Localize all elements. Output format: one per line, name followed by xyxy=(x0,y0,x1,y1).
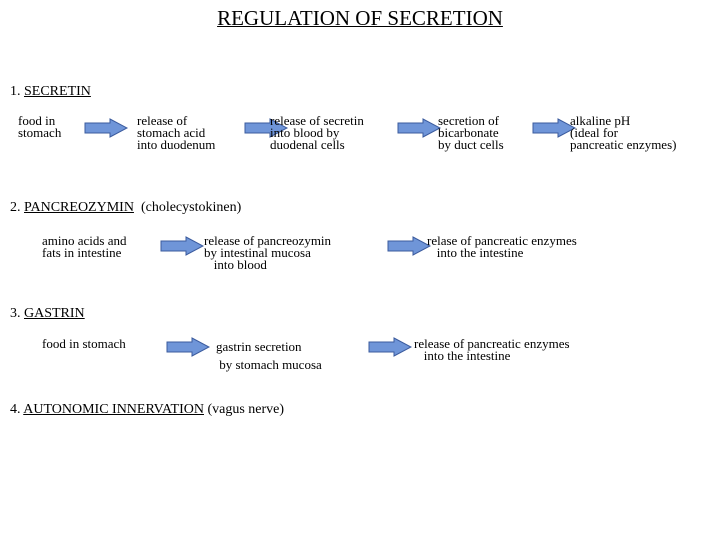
section-name: GASTRIN xyxy=(24,306,85,321)
section-note: (cholecystokinen) xyxy=(140,200,242,215)
section-heading-gastrin: 3. GASTRIN xyxy=(10,306,85,322)
flow-arrow-icon xyxy=(244,118,288,138)
secretin-step-stomach-acid: release of stomach acid into duodenum xyxy=(137,113,216,152)
section-number: 1. xyxy=(10,84,21,99)
gastrin-step-secretion: gastrin secretion by stomach mucosa xyxy=(216,339,322,372)
secretin-step-bicarbonate: secretion of bicarbonate by duct cells xyxy=(438,113,504,152)
gastrin-step-food-in-stomach: food in stomach xyxy=(42,336,126,351)
gastrin-step-enzymes: release of pancreatic enzymes into the i… xyxy=(414,336,570,363)
section-heading-autonomic-innervation: 4. AUTONOMIC INNERVATION (vagus nerve) xyxy=(10,402,284,418)
pancreozymin-step-amino-acids: amino acids and fats in intestine xyxy=(42,233,127,260)
flow-arrow-icon xyxy=(84,118,128,138)
pancreozymin-step-release: release of pancreozymin by intestinal mu… xyxy=(204,233,332,272)
section-heading-pancreozymin: 2. PANCREOZYMIN (cholecystokinen) xyxy=(10,200,241,216)
pancreozymin-step-enzymes: relase of pancreatic enzymes into the in… xyxy=(427,233,577,260)
section-name: PANCREOZYMIN xyxy=(24,200,134,215)
flow-arrow-icon xyxy=(532,118,576,138)
secretin-step-alkaline-ph: alkaline pH (ideal for pancreatic enzyme… xyxy=(570,113,677,152)
flow-arrow-icon xyxy=(160,236,204,256)
section-number: 3. xyxy=(10,306,21,321)
page-title: REGULATION OF SECRETION xyxy=(217,6,503,30)
flow-arrow-icon xyxy=(387,236,431,256)
section-number: 2. xyxy=(10,200,21,215)
section-number: 4. xyxy=(10,402,21,417)
secretin-step-food-in-stomach: food in stomach xyxy=(18,113,62,140)
flow-arrow-icon xyxy=(166,337,210,357)
section-name: SECRETIN xyxy=(24,84,91,99)
secretin-step-secretin-release: release of secretin into blood by duoden… xyxy=(270,113,364,152)
section-name: AUTONOMIC INNERVATION xyxy=(23,402,204,417)
section-heading-secretin: 1. SECRETIN xyxy=(10,84,91,100)
flow-arrow-icon xyxy=(397,118,441,138)
section-note: (vagus nerve) xyxy=(207,402,285,417)
flow-arrow-icon xyxy=(368,337,412,357)
